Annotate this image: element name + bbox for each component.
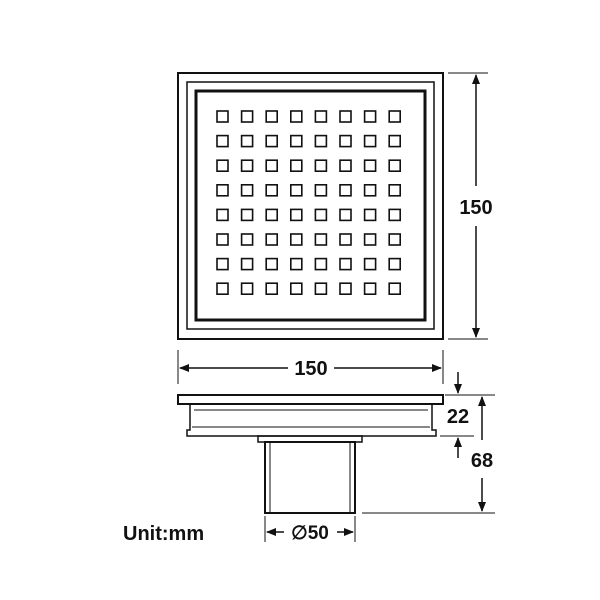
dimension-top-height: 150 xyxy=(448,72,493,340)
grate-hole xyxy=(314,110,328,123)
grate-hole xyxy=(388,134,402,148)
top-view-grate-border xyxy=(194,89,427,322)
dimension-total-height: 68 xyxy=(362,394,495,514)
grate-hole xyxy=(240,282,254,296)
grate-hole xyxy=(339,233,352,246)
grate-hole xyxy=(339,110,352,123)
grate-hole xyxy=(339,282,352,296)
grate-hole xyxy=(388,159,402,172)
grate-hole xyxy=(265,159,279,172)
grate-hole xyxy=(388,282,402,296)
grate-hole xyxy=(289,184,303,197)
grate-hole xyxy=(314,134,328,148)
grate-hole xyxy=(289,208,303,222)
grate-hole xyxy=(314,184,328,197)
top-width-label: 150 xyxy=(294,358,327,380)
grate-hole xyxy=(339,208,352,222)
grate-hole xyxy=(265,282,279,296)
grate-hole xyxy=(388,233,402,246)
grate-hole xyxy=(265,233,279,246)
grate-hole xyxy=(240,159,254,172)
grate-hole xyxy=(339,184,352,197)
grate-hole xyxy=(265,257,279,271)
grate-hole xyxy=(314,233,328,246)
grate-hole xyxy=(265,134,279,148)
grate-hole xyxy=(363,159,377,172)
grate-hole xyxy=(289,110,303,123)
grate-hole xyxy=(265,208,279,222)
side-view xyxy=(177,394,444,514)
unit-label: Unit:mm xyxy=(123,523,204,545)
outlet-diameter-label: ∅50 xyxy=(291,523,329,544)
dimension-flange-height: 22 xyxy=(440,372,474,458)
grate-hole xyxy=(289,282,303,296)
top-view xyxy=(177,72,444,340)
grate-hole xyxy=(216,208,229,222)
flange-height-label: 22 xyxy=(447,406,469,428)
grate-hole xyxy=(240,233,254,246)
dimension-outlet-diameter: ∅50 xyxy=(264,516,356,544)
side-view-flange xyxy=(177,394,444,405)
grate-hole xyxy=(216,134,229,148)
grate-hole xyxy=(339,134,352,148)
grate-hole xyxy=(363,233,377,246)
grate-hole xyxy=(216,184,229,197)
top-view-outer-frame xyxy=(177,72,444,340)
grate-hole xyxy=(216,257,229,271)
grate-hole xyxy=(240,110,254,123)
grate-hole xyxy=(314,208,328,222)
grate-hole xyxy=(339,257,352,271)
side-view-outlet-pipe xyxy=(264,441,356,514)
top-view-inner-frame xyxy=(186,81,435,330)
grate-hole xyxy=(240,184,254,197)
grate-hole xyxy=(314,257,328,271)
grate-hole xyxy=(339,159,352,172)
grate-hole xyxy=(289,257,303,271)
grate-hole xyxy=(216,233,229,246)
grate-hole xyxy=(240,134,254,148)
grate-hole xyxy=(363,257,377,271)
total-height-label: 68 xyxy=(471,450,493,472)
grate-hole xyxy=(363,184,377,197)
grate-hole xyxy=(363,110,377,123)
grate-hole xyxy=(388,110,402,123)
grate-hole xyxy=(265,184,279,197)
grate-hole xyxy=(363,134,377,148)
grate-hole xyxy=(216,159,229,172)
grate-hole xyxy=(216,110,229,123)
grate-hole xyxy=(216,282,229,296)
dimension-top-width: 150 xyxy=(177,350,444,384)
grate-hole xyxy=(388,184,402,197)
side-view-body xyxy=(186,404,437,437)
grate-hole xyxy=(388,208,402,222)
grate-hole xyxy=(289,233,303,246)
grate-hole-grid xyxy=(216,110,402,296)
grate-hole xyxy=(363,282,377,296)
grate-hole xyxy=(240,257,254,271)
grate-hole xyxy=(289,134,303,148)
grate-hole xyxy=(265,110,279,123)
grate-hole xyxy=(314,282,328,296)
grate-hole xyxy=(388,257,402,271)
grate-hole xyxy=(363,208,377,222)
top-height-label: 150 xyxy=(459,197,492,219)
grate-hole xyxy=(240,208,254,222)
grate-hole xyxy=(289,159,303,172)
grate-hole xyxy=(314,159,328,172)
